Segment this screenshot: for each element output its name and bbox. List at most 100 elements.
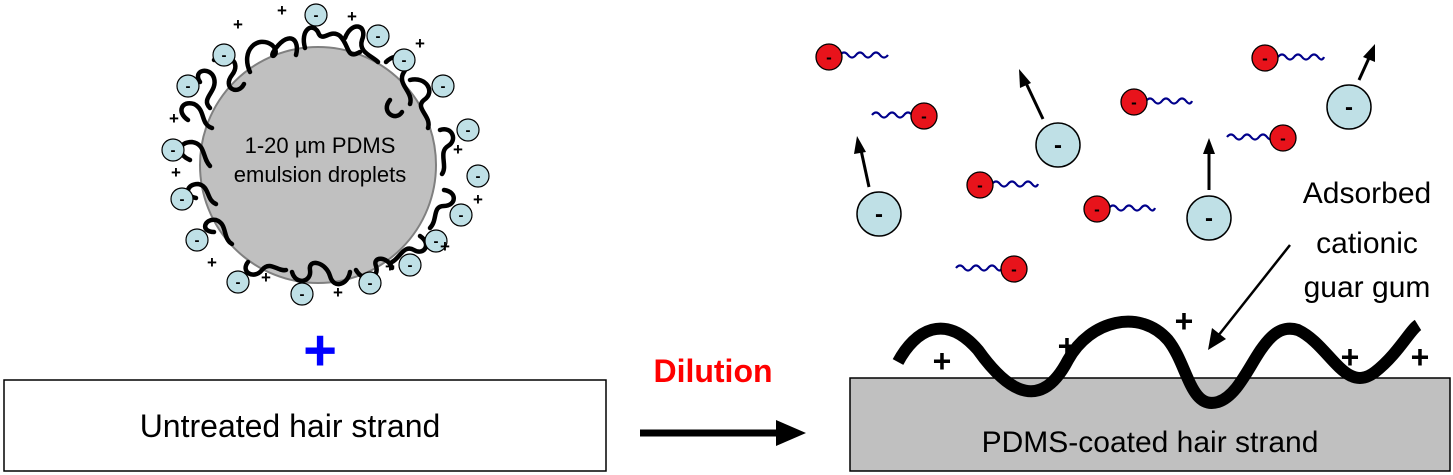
plus-charge: + (453, 140, 463, 159)
anion-particle: - (392, 48, 416, 72)
plus-charge: + (1411, 339, 1430, 375)
droplet-label-line2: emulsion droplets (234, 162, 406, 187)
polymer-chain (195, 68, 217, 111)
svg-text:-: - (1205, 205, 1213, 232)
svg-text:-: - (195, 232, 200, 249)
droplet-anions: - - - - - - - - - - - - - - - - - (161, 3, 490, 306)
dilution-arrow (640, 420, 806, 446)
svg-text:-: - (408, 257, 413, 274)
anion-particle: - (185, 228, 209, 252)
plus-charge: + (415, 34, 425, 53)
svg-text:-: - (1262, 49, 1268, 68)
released-anions: - - - - (854, 44, 1375, 241)
surfactant-molecule: - (1251, 44, 1326, 72)
surfactant-molecule: - (955, 255, 1028, 283)
anion-particle: - (466, 164, 490, 188)
plus-charge: + (385, 257, 395, 276)
svg-text:-: - (368, 275, 373, 292)
surfactant-molecule: - (871, 102, 938, 130)
plus-charge: + (261, 268, 271, 287)
adsorbed-guar-gum (892, 315, 1422, 409)
anion-particle: - (170, 187, 194, 211)
svg-text:-: - (186, 78, 191, 95)
plus-charge: + (1058, 328, 1077, 364)
released-anion: - (1019, 69, 1081, 168)
svg-text:-: - (171, 142, 176, 159)
svg-text:-: - (476, 168, 481, 185)
polymer-chain (244, 36, 300, 75)
anion-particle: - (212, 43, 236, 67)
plus-charge: + (1341, 339, 1360, 375)
svg-text:-: - (236, 274, 241, 291)
anion-particle: - (226, 270, 250, 294)
polymer-chain (203, 217, 235, 247)
untreated-hair-strand (3, 379, 607, 472)
plus-charge: + (473, 190, 483, 209)
svg-text:-: - (314, 7, 319, 24)
svg-text:-: - (222, 47, 227, 64)
polymer-label-line2: cationic (1316, 227, 1418, 260)
anion-particle: - (366, 24, 390, 48)
surfactant-molecule: - (815, 43, 889, 71)
droplet-cations: + + + + + + + + + + + + + (169, 1, 483, 302)
svg-text:-: - (180, 191, 185, 208)
plus-charge: + (1175, 303, 1194, 339)
droplet-label-line1: 1-20 µm PDMS (245, 133, 396, 158)
polymer-chain (179, 100, 215, 131)
anion-particle: - (290, 282, 314, 306)
polymer-chain (243, 259, 289, 277)
svg-text:-: - (1131, 93, 1137, 112)
plus-charge: + (333, 283, 343, 302)
svg-text:-: - (1094, 200, 1100, 219)
polymer-label-line1: Adsorbed (1303, 177, 1431, 210)
plus-charge: + (171, 163, 181, 182)
svg-text:-: - (921, 107, 927, 126)
svg-text:-: - (300, 286, 305, 303)
plus-charge: + (933, 343, 952, 379)
polymer-chain (384, 97, 405, 119)
plus-charge: + (233, 15, 243, 34)
plus-charge: + (169, 109, 179, 128)
released-anion: - (854, 136, 902, 237)
polymer-label-line3: guar gum (1304, 271, 1431, 304)
plus-charge: + (207, 253, 217, 272)
svg-text:-: - (875, 201, 883, 228)
anion-particle: - (161, 138, 185, 162)
polymer-chain (301, 25, 363, 57)
svg-text:-: - (1054, 132, 1062, 159)
surfactant-molecule: - (1083, 195, 1157, 223)
surfactant-molecules: - - - - - - - (815, 43, 1326, 283)
svg-text:-: - (376, 28, 381, 45)
polymer-chain (407, 77, 432, 131)
dilution-label: Dilution (653, 353, 772, 389)
coated-hair-strand (849, 377, 1451, 472)
anion-particle: - (424, 229, 448, 253)
untreated-label: Untreated hair strand (140, 408, 441, 444)
released-anion: - (1326, 44, 1375, 130)
svg-text:-: - (402, 52, 407, 69)
surfactant-molecule: - (1226, 124, 1297, 152)
plus-charge: + (347, 7, 357, 26)
svg-text:-: - (1280, 129, 1286, 148)
polymer-pointer-arrow (1208, 244, 1291, 350)
polymer-chain (427, 187, 456, 231)
strand-cations: + + + + + (933, 303, 1430, 379)
svg-text:-: - (977, 176, 983, 195)
anion-particle: - (449, 203, 473, 227)
surfactant-molecule: - (966, 171, 1040, 199)
svg-text:-: - (1011, 260, 1017, 279)
svg-text:-: - (441, 78, 446, 95)
coated-label: PDMS-coated hair strand (982, 426, 1319, 459)
svg-text:-: - (466, 122, 471, 139)
released-anion: - (1186, 138, 1232, 241)
anion-particle: - (304, 3, 328, 27)
droplet-core (199, 46, 437, 284)
polymer-chain (289, 260, 353, 287)
svg-text:-: - (434, 233, 439, 250)
plus-charge: + (440, 237, 450, 256)
plus-sign: + (303, 318, 337, 383)
anion-particle: - (176, 74, 200, 98)
polymer-chain (342, 24, 381, 65)
pdms-droplet (199, 46, 437, 284)
